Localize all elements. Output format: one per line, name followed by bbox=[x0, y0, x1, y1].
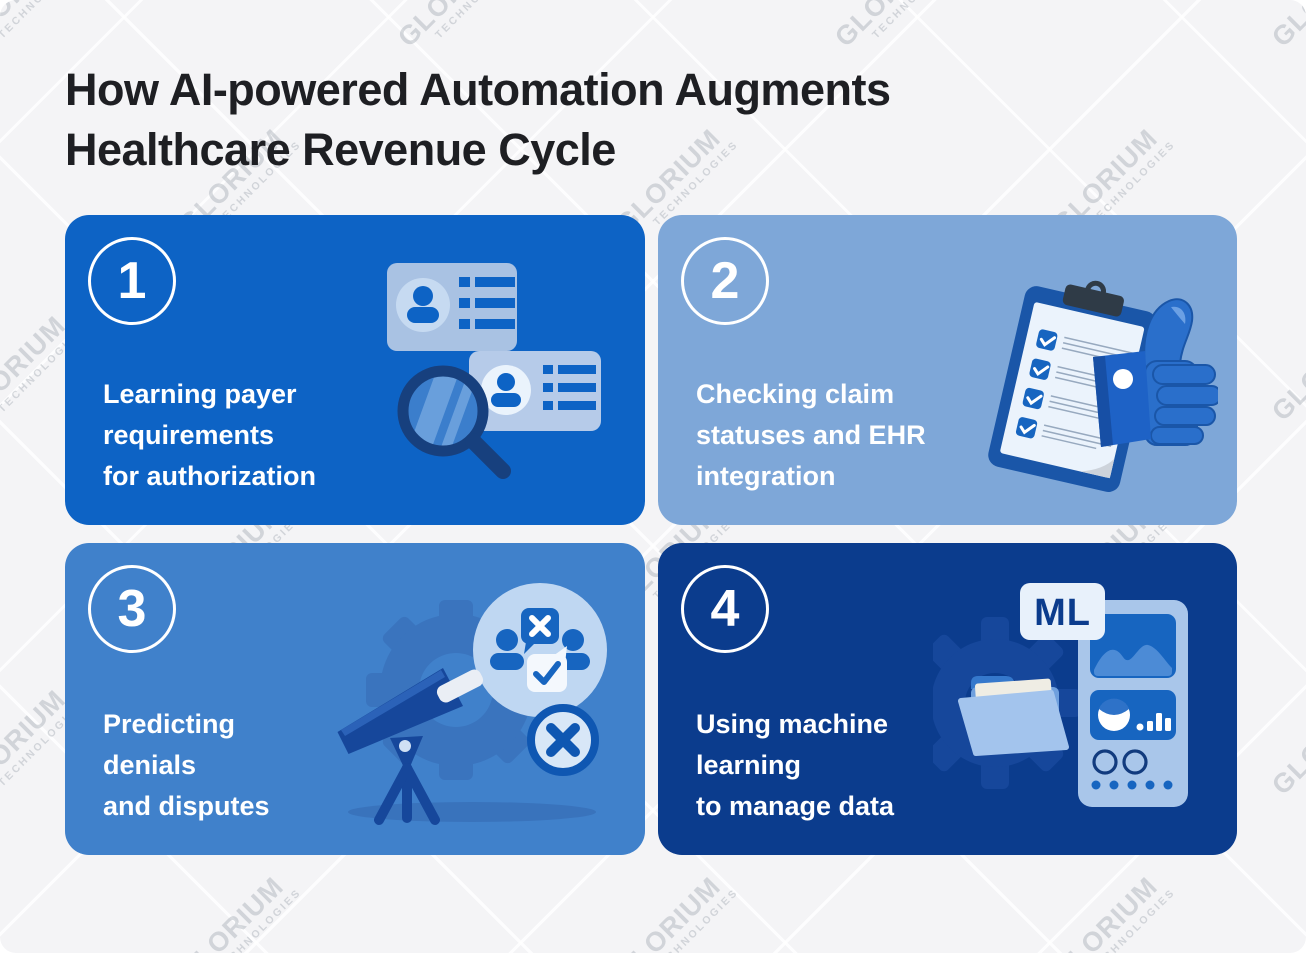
page-title: How AI-powered Automation Augments Healt… bbox=[65, 60, 891, 180]
stats-card bbox=[1090, 690, 1176, 740]
caption-line: statuses and EHR bbox=[696, 420, 926, 450]
ml-badge: ML bbox=[1020, 583, 1105, 640]
ml-badge-label: ML bbox=[1034, 592, 1091, 634]
step-number: 1 bbox=[117, 252, 147, 310]
dispute-people-icon bbox=[473, 583, 607, 717]
title-line-1: How AI-powered Automation Augments bbox=[65, 64, 891, 115]
card-machine-learning-data: 4 Using machine learning to manage data bbox=[658, 543, 1237, 855]
caption-line: learning bbox=[696, 750, 802, 780]
x-badge-icon bbox=[527, 704, 599, 776]
step-4-badge: 4 bbox=[681, 565, 769, 653]
step-number: 2 bbox=[710, 252, 740, 310]
caption-line: Learning payer bbox=[103, 379, 297, 409]
folder-icon bbox=[958, 676, 1069, 756]
caption-line: integration bbox=[696, 461, 836, 491]
step-number: 3 bbox=[117, 580, 147, 638]
card-3-caption: Predicting denials and disputes bbox=[103, 704, 270, 827]
step-number: 4 bbox=[710, 580, 740, 638]
ml-data-illustration: ML bbox=[933, 583, 1188, 807]
id-card-icon bbox=[387, 263, 517, 351]
caption-line: requirements bbox=[103, 420, 275, 450]
id-cards-magnifier-illustration bbox=[387, 263, 601, 479]
card-4-caption: Using machine learning to manage data bbox=[696, 704, 894, 827]
caption-line: Using machine bbox=[696, 709, 889, 739]
card-predicting-denials: 3 Predicting denials and disputes bbox=[65, 543, 645, 855]
telescope-dispute-illustration bbox=[337, 583, 607, 825]
id-card-icon bbox=[469, 351, 601, 431]
pie-chart-icon bbox=[1098, 698, 1130, 731]
clipboard-thumbs-up-illustration bbox=[988, 280, 1218, 492]
caption-line: to manage data bbox=[696, 791, 895, 821]
step-1-badge: 1 bbox=[88, 237, 176, 325]
cards-grid: 1 Learning payer requirements for author… bbox=[65, 215, 1237, 855]
caption-line: Checking claim bbox=[696, 379, 895, 409]
card-checking-claim-statuses: 2 Checking claim statuses and EHR integr… bbox=[658, 215, 1237, 525]
caption-line: denials bbox=[103, 750, 197, 780]
caption-line: and disputes bbox=[103, 791, 270, 821]
step-2-badge: 2 bbox=[681, 237, 769, 325]
caption-line: Predicting bbox=[103, 709, 236, 739]
step-3-badge: 3 bbox=[88, 565, 176, 653]
card-2-caption: Checking claim statuses and EHR integrat… bbox=[696, 374, 926, 497]
caption-line: for authorization bbox=[103, 461, 316, 491]
card-learning-payer-requirements: 1 Learning payer requirements for author… bbox=[65, 215, 645, 525]
card-1-caption: Learning payer requirements for authoriz… bbox=[103, 374, 316, 497]
title-line-2: Healthcare Revenue Cycle bbox=[65, 124, 616, 175]
